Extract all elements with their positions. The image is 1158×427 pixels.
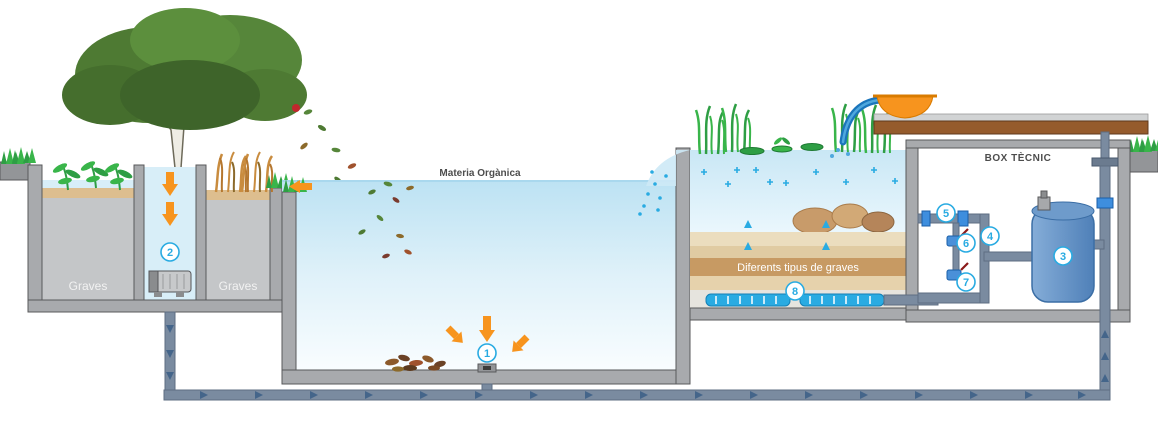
pipe-coupling-2 — [957, 210, 969, 227]
water-sparkles — [701, 167, 898, 187]
svg-text:6: 6 — [963, 238, 969, 250]
marker-2-pump: 2 — [160, 242, 180, 262]
pond-wall-left — [281, 191, 297, 385]
gravel-layer-2 — [690, 246, 906, 258]
svg-text:2: 2 — [167, 247, 173, 259]
lily-pads — [739, 137, 824, 155]
down-flow-arrows — [162, 172, 178, 226]
regeneration-base — [27, 299, 283, 313]
bed1-sand — [42, 188, 134, 198]
marker-4-vertical-pipe: 4 — [980, 226, 1000, 246]
wall-outer-right — [269, 187, 283, 301]
riser-through-roof — [1100, 131, 1110, 161]
graves-right-label: Graves — [219, 279, 258, 293]
right-ground — [1127, 135, 1158, 173]
bottom-pipe-network — [163, 311, 1111, 401]
skimmer-arrow — [289, 180, 312, 193]
svg-text:7: 7 — [963, 277, 969, 289]
svg-text:3: 3 — [1060, 251, 1066, 263]
regeneration-zone: Graves Graves 2 — [27, 150, 290, 313]
tree-foliage — [62, 8, 307, 130]
marker-6-tap: 6 — [956, 233, 976, 253]
wall-outer-left — [27, 164, 43, 311]
pond-water — [282, 180, 676, 370]
materia-organica-label: Materia Orgànica — [439, 168, 521, 179]
tree — [62, 8, 307, 169]
graves-left-label: Graves — [69, 279, 108, 293]
wall-channel-right — [195, 164, 207, 301]
drain-arrows — [445, 316, 530, 352]
upflow-arrows — [744, 220, 830, 250]
filtration-zone: Diferents tipus de graves 8 — [638, 102, 907, 321]
bed2-sand — [206, 190, 270, 200]
marker-1-bottom-drain: 1 — [477, 343, 497, 363]
pond-wall-right — [675, 147, 691, 385]
box-tecnic-label: BOX TÈCNIC — [985, 151, 1052, 164]
tank-cap — [1037, 196, 1051, 211]
outlet-flange — [1091, 157, 1119, 167]
splash-droplets — [830, 148, 850, 158]
pond-surface-line — [282, 180, 676, 182]
filtration-base — [689, 307, 907, 321]
waterfall — [830, 94, 937, 158]
box-wall-right — [1117, 139, 1131, 323]
debris-pile — [385, 354, 446, 372]
box-top-beam — [905, 139, 1131, 149]
swimming-pond: Materia Orgànica — [281, 147, 691, 385]
bed2-gravel — [206, 200, 270, 300]
bottom-drain — [477, 363, 497, 373]
cascade-spill — [646, 150, 690, 186]
marker-7-tap: 7 — [956, 272, 976, 292]
gravel-layer-1 — [690, 232, 906, 246]
riser-coupling — [1096, 197, 1114, 209]
marker-8-drain-pipes: 8 — [785, 281, 805, 301]
waterfall-bowl — [876, 95, 934, 119]
marker-3-filter-tank: 3 — [1053, 246, 1073, 266]
svg-text:5: 5 — [943, 208, 949, 220]
pipe-coupling-1 — [921, 210, 931, 227]
gravel-label-band — [690, 258, 906, 276]
roof — [873, 113, 1149, 135]
main-bottom-pipe — [163, 389, 1111, 401]
tank-feed-pipe — [983, 251, 1033, 262]
sinking-leaves — [358, 181, 414, 259]
box-floor — [905, 309, 1131, 323]
pump — [148, 270, 192, 297]
berry — [292, 104, 300, 112]
svg-text:8: 8 — [792, 286, 798, 298]
spray-droplets — [638, 170, 668, 216]
wall-channel-left — [133, 164, 145, 301]
marker-5-valve: 5 — [936, 203, 956, 223]
lower-manifold-pipe — [917, 292, 989, 304]
technical-box: BOX TÈCNIC — [883, 131, 1131, 391]
svg-text:1: 1 — [484, 348, 490, 360]
slotted-drain-pipes — [705, 293, 885, 307]
flow-arrows — [166, 325, 1109, 399]
svg-text:4: 4 — [987, 231, 994, 243]
diferents-tipus-label: Diferents tipus de graves — [737, 262, 859, 274]
bed1-gravel — [42, 198, 134, 300]
